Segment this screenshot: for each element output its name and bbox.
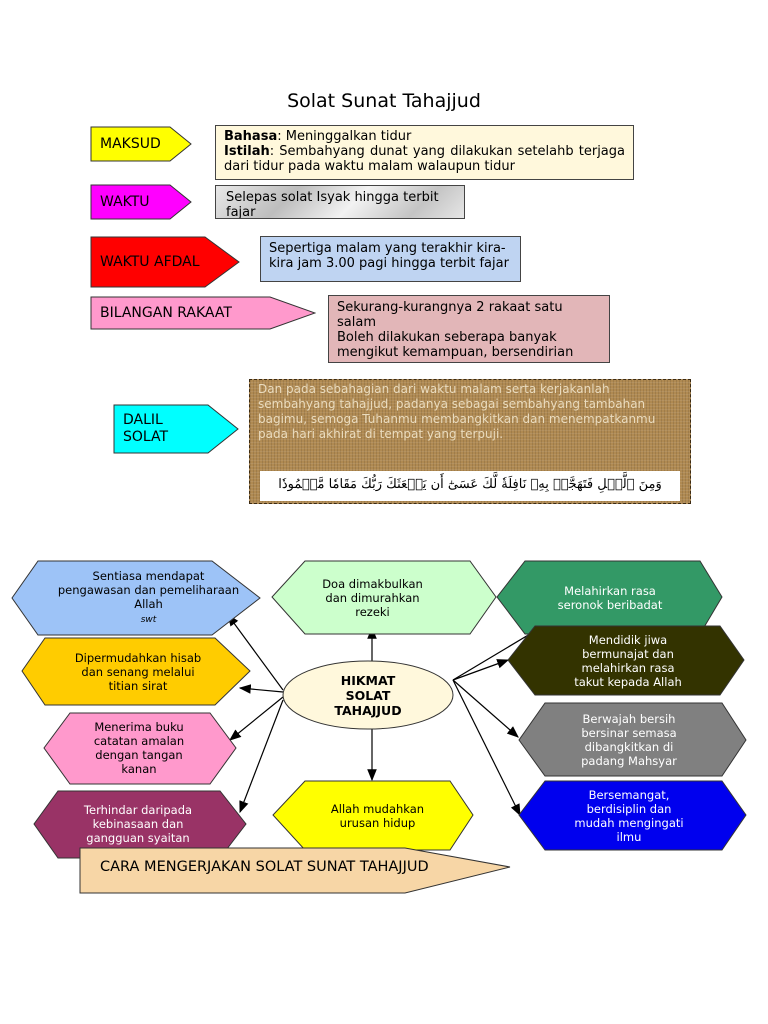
maksud-label: MAKSUD	[100, 136, 161, 152]
rakaat-box: Sekurang-kurangnya 2 rakaat satu salam B…	[328, 295, 610, 363]
bilangan-rakaat-label: BILANGAN RAKAAT	[100, 305, 232, 321]
waktu-afdal-arrow: WAKTU AFDAL	[90, 236, 240, 288]
hikmat-left3: Menerima buku catatan amalan dengan tang…	[93, 720, 185, 776]
footer-title: CARA MENGERJAKAN SOLAT SUNAT TAHAJJUD	[100, 859, 429, 875]
istilah-text: : Sembahyang dunat yang dilakukan setela…	[224, 144, 625, 174]
rakaat-line2: Boleh dilakukan seberapa banyak mengikut…	[337, 330, 574, 360]
swt-label: swt	[140, 615, 157, 625]
maksud-arrow: MAKSUD	[90, 126, 192, 162]
waktu-afdal-label: WAKTU AFDAL	[100, 254, 200, 270]
hikmat-right2: Mendidik jiwa bermunajat dan melahirkan …	[574, 632, 682, 689]
waktu-text: Selepas solat Isyak hingga terbit fajar	[226, 190, 439, 219]
bilangan-rakaat-arrow: BILANGAN RAKAAT	[90, 296, 316, 330]
maksud-box: Bahasa: Meninggalkan tidur Istilah: Semb…	[215, 125, 634, 180]
hikmat-bottom: Allah mudahkan urusan hidup	[330, 802, 425, 830]
waktu-afdal-box: Sepertiga malam yang terakhir kira-kira …	[260, 236, 521, 282]
bahasa-label: Bahasa	[224, 129, 278, 144]
hikmat-center-shape	[282, 660, 454, 730]
hex-right2-shape	[507, 625, 745, 696]
waktu-label: WAKTU	[100, 194, 150, 210]
hikmat-left4: Terhindar daripada kebinasaan dan ganggu…	[83, 803, 193, 845]
page-title: Solat Sunat Tahajjud	[287, 90, 481, 112]
istilah-label: Istilah	[224, 144, 270, 159]
waktu-arrow: WAKTU	[90, 184, 192, 220]
hex-bottom-shape	[272, 780, 474, 851]
footer-arrow-shape	[79, 847, 511, 894]
dalil-arabic: وَمِنَ ٱلَّيۡلِ فَتَهَجَّدۡ بِهِۦ نَافِل…	[260, 471, 680, 501]
rakaat-line1: Sekurang-kurangnya 2 rakaat satu salam	[337, 300, 563, 330]
dalil-text: Dan pada sebahagian dari waktu malam ser…	[258, 382, 656, 441]
hex-right4-shape	[518, 780, 747, 851]
hex-left2-shape	[21, 637, 251, 706]
waktu-box: Selepas solat Isyak hingga terbit fajar	[215, 185, 465, 219]
dalil-box: Dan pada sebahagian dari waktu malam ser…	[249, 379, 691, 504]
hikmat-right3: Berwajah bersih bersinar semasa dibangki…	[581, 712, 677, 768]
hikmat-right1: Melahirkan rasa seronok beribadat	[557, 584, 663, 612]
hikmat-left2: Dipermudahkan hisab dan senang melalui t…	[74, 651, 202, 693]
hex-right3-shape	[518, 702, 747, 777]
hikmat-top: Doa dimakbulkan dan dimurahkan rezeki	[322, 577, 423, 619]
hex-left3-shape	[43, 712, 237, 785]
hex-top-shape	[271, 560, 497, 635]
hikmat-right4: Bersemangat, berdisiplin dan mudah mengi…	[574, 788, 684, 844]
bahasa-text: : Meninggalkan tidur	[277, 129, 412, 144]
waktu-afdal-text: Sepertiga malam yang terakhir kira-kira …	[269, 241, 509, 271]
hikmat-left1: Sentiasa mendapat pengawasan dan pemelih…	[57, 569, 240, 625]
hex-left1-shape	[11, 560, 261, 636]
